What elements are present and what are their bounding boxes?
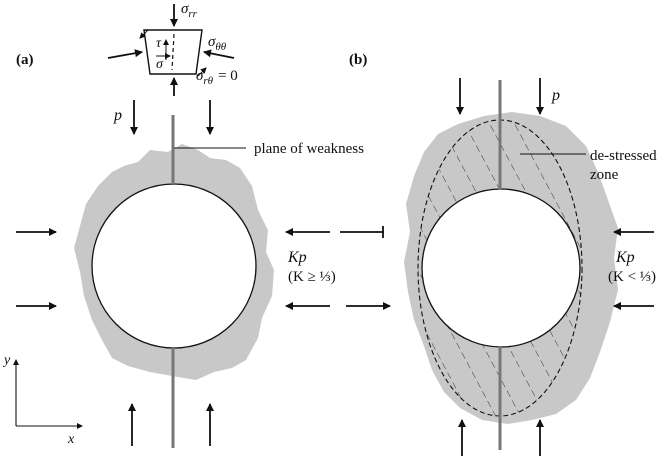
sigma-rt-label: σrθ= 0 — [196, 68, 238, 87]
panel-b: (b) de-stressed zone p Kp (K < ⅓) — [340, 52, 657, 456]
tunnel-opening-b — [421, 188, 581, 348]
sigma-tt-arrow-left — [107, 49, 143, 59]
load-kp-label-b: Kp — [615, 249, 635, 266]
element-dashed-axis — [171, 33, 175, 71]
panel-b-label: (b) — [349, 52, 367, 68]
x-axis-label: x — [67, 432, 75, 447]
plane-of-weakness-label: plane of weakness — [254, 141, 364, 157]
shear-tick-right — [197, 67, 207, 77]
load-kp-label-a: Kp — [287, 249, 307, 266]
shear-tick-left — [139, 29, 149, 39]
destressed-label-2: zone — [590, 167, 619, 183]
y-axis-label: y — [2, 353, 11, 368]
destressed-label-1: de-stressed — [590, 148, 657, 164]
sigma-rr-label: σrr — [181, 1, 198, 20]
panel-a-label: (a) — [16, 52, 34, 68]
element-outline — [143, 29, 203, 75]
panel-a: (a) plane of weakness p Kp (K ≥ ⅓) — [2, 1, 364, 448]
coordinate-axes: y x — [2, 353, 83, 447]
condition-label-a: (K ≥ ⅓) — [288, 269, 336, 285]
tunnel-opening-a — [91, 183, 257, 349]
load-p-label-a: p — [113, 107, 122, 124]
tau-label: τ — [156, 36, 162, 51]
load-p-label-b: p — [551, 87, 560, 104]
sigma-label: σ — [156, 57, 164, 72]
stress-element: τ σ σrr σθθ σrθ= 0 — [107, 1, 238, 96]
sigma-tt-arrow-right — [203, 49, 235, 59]
condition-label-b: (K < ⅓) — [608, 269, 656, 285]
sigma-tt-label: σθθ — [208, 34, 227, 53]
